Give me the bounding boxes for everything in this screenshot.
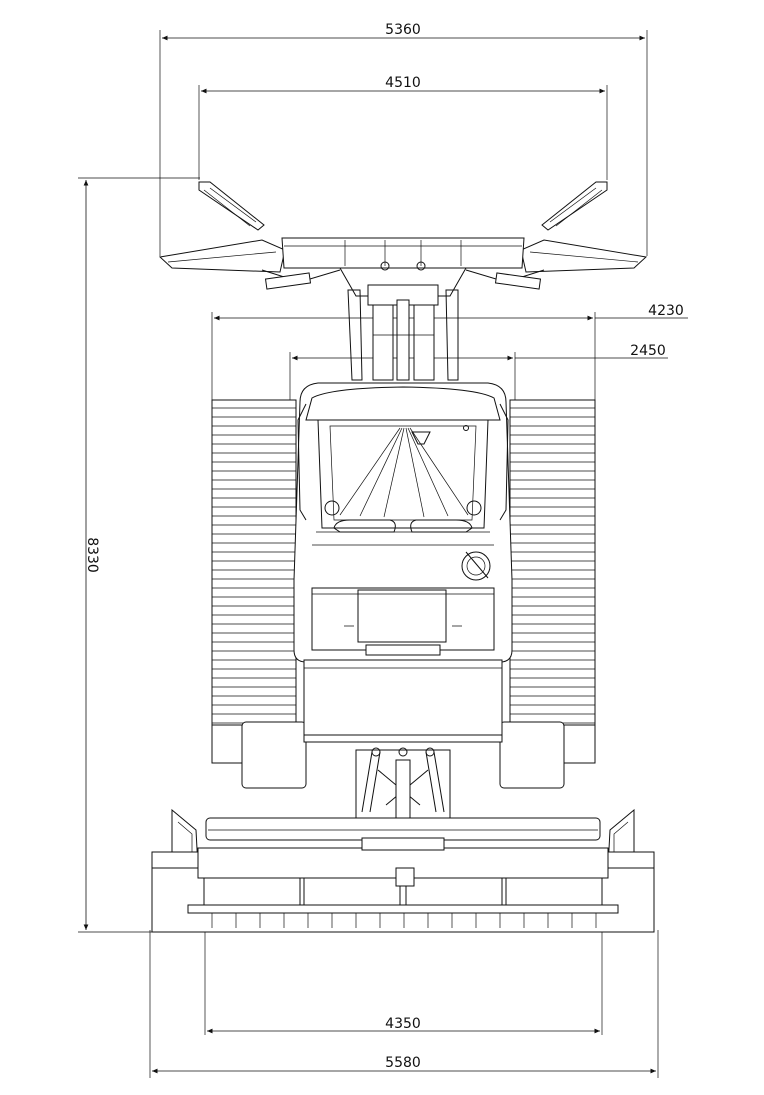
tiller-teeth [211,913,597,928]
blade-lift-arms [347,289,459,381]
right-track [509,399,596,763]
dimension-label-5580: 5580 [385,1055,421,1071]
tiller-linkage [355,747,451,823]
rear-frame [303,659,503,743]
dimension-5580: 5580 [149,930,659,1078]
rear-fenders [211,721,596,789]
dimension-label-4230: 4230 [648,303,684,319]
dimension-4510: 4510 [198,75,608,180]
left-track [211,399,297,763]
dimension-label-5360: 5360 [385,22,421,38]
dimension-5360: 5360 [159,22,648,256]
dimension-label-2450: 2450 [630,343,666,359]
dimension-8330: 8330 [78,177,200,933]
rear-tiller [151,808,655,933]
dimension-label-4510: 4510 [385,75,421,91]
dimension-label-4350: 4350 [385,1016,421,1032]
cab-body [293,382,513,663]
dimension-label-8330: 8330 [84,537,100,573]
front-blade [158,181,648,306]
